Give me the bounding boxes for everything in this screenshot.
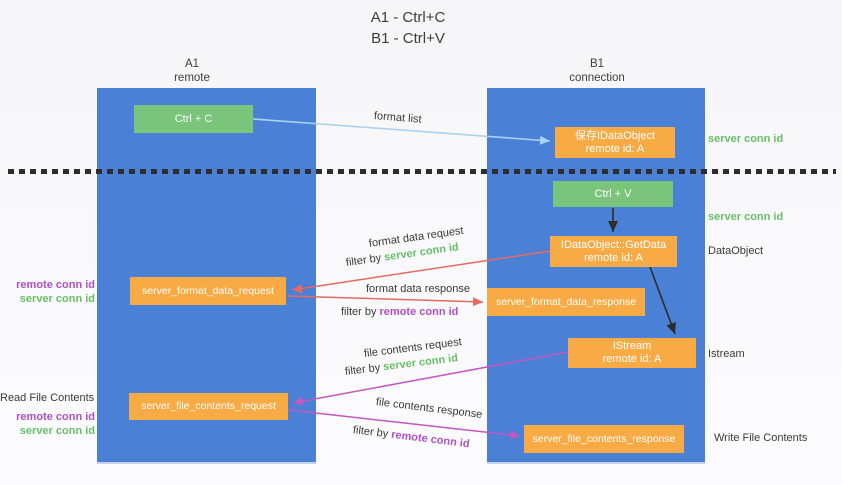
- filter-by-remote-conn-id-2: filter by remote conn id: [352, 424, 470, 450]
- dataobject-label: DataObject: [708, 245, 764, 257]
- title-line-2: B1 - Ctrl+V: [371, 30, 445, 47]
- filter-by-text-1: filter by: [345, 252, 382, 269]
- lifeline-b1-role: connection: [569, 72, 625, 84]
- arrow-format-data-response: [286, 295, 484, 307]
- filter-by-text-4: filter by: [352, 424, 389, 441]
- server-format-data-request-label: server_format_data_request: [142, 284, 274, 297]
- write-file-contents-label: Write File Contents: [714, 432, 808, 444]
- diagram-title: A1 - Ctrl+C B1 - Ctrl+V: [308, 7, 508, 49]
- remote-conn-id-left-1: remote conn id: [16, 279, 95, 291]
- lifeline-header-b1: B1 connection: [552, 57, 642, 85]
- filter-by-text-2: filter by: [341, 306, 377, 318]
- filter-by-remote-conn-id-1: filter by remote conn id: [341, 306, 458, 318]
- istream-side-label: Istream: [708, 348, 745, 360]
- ctrl-v-label: Ctrl + V: [594, 187, 632, 200]
- istream-line1: IStream: [612, 340, 652, 352]
- remote-conn-id-left-2: remote conn id: [16, 411, 95, 423]
- istream-line2: remote id: A: [602, 353, 662, 365]
- lifeline-header-a1: A1 remote: [147, 57, 237, 85]
- phase-divider-dotted-line: [8, 169, 836, 174]
- server-format-data-response-box: server_format_data_response: [487, 288, 645, 316]
- filter-by-server-conn-id-2: filter by server conn id: [344, 352, 458, 378]
- remote-conn-id-text-2: remote conn id: [390, 428, 471, 451]
- server-conn-id-left-2: server conn id: [19, 425, 95, 437]
- title-line-1: A1 - Ctrl+C: [370, 9, 446, 26]
- read-file-contents-label: Read File Contents: [0, 392, 95, 404]
- lifeline-b1-name: B1: [589, 58, 605, 70]
- filter-by-text-3: filter by: [344, 361, 381, 378]
- remote-conn-id-text-1: remote conn id: [379, 306, 459, 318]
- istream-box: IStream remote id: A: [568, 338, 696, 368]
- idataobject-getdata-box: IDataObject::GetData remote id: A: [550, 236, 677, 267]
- server-conn-id-left-1: server conn id: [19, 293, 95, 305]
- save-idataobject-line1: 保存IDataObject: [574, 129, 656, 142]
- server-conn-id-right-top: server conn id: [708, 133, 784, 145]
- server-file-contents-request-label: server_file_contents_request: [141, 400, 276, 412]
- conn-id-pair-left-1: remote conn id server conn id: [8, 278, 95, 306]
- save-idataobject-line2: remote id: A: [585, 142, 645, 155]
- server-file-contents-request-box: server_file_contents_request: [129, 393, 288, 420]
- file-contents-response-label: file contents response: [375, 396, 483, 421]
- ctrl-c-label: Ctrl + C: [174, 112, 213, 125]
- format-list-label: format list: [373, 110, 423, 126]
- lifeline-a1-role: remote: [174, 72, 210, 84]
- getdata-line1: IDataObject::GetData: [560, 238, 667, 251]
- save-idataobject-box: 保存IDataObject remote id: A: [555, 127, 675, 158]
- server-file-contents-response-box: server_file_contents_response: [524, 425, 684, 453]
- server-format-data-request-box: server_format_data_request: [130, 277, 286, 305]
- getdata-line2: remote id: A: [584, 251, 643, 264]
- conn-id-pair-left-2: remote conn id server conn id: [8, 410, 95, 438]
- ctrl-c-box: Ctrl + C: [134, 105, 253, 133]
- format-data-response-label: format data response: [366, 283, 470, 295]
- ctrl-v-box: Ctrl + V: [553, 181, 673, 207]
- server-conn-id-right-mid: server conn id: [708, 211, 784, 223]
- server-file-contents-response-label: server_file_contents_response: [532, 432, 676, 445]
- server-format-data-response-label: server_format_data_response: [495, 295, 637, 308]
- lifeline-a1-name: A1: [184, 58, 200, 70]
